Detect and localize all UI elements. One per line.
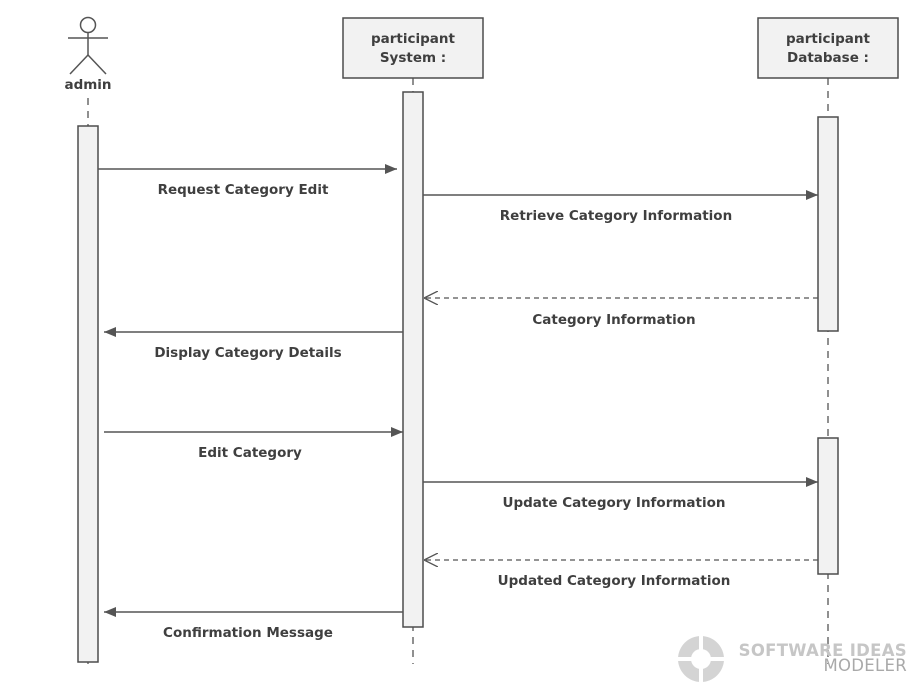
watermark-line1: SOFTWARE IDEAS [739,641,907,660]
message-confirmation-message[interactable]: Confirmation Message [104,607,403,641]
messages: Request Category Edit Retrieve Category … [98,164,818,641]
activation-bars [77,91,839,663]
database-activation-2[interactable] [817,437,839,575]
watermark-logo-icon [678,636,724,682]
participant-name: System : [380,50,446,66]
message-label: Retrieve Category Information [500,208,732,224]
message-label: Confirmation Message [163,625,333,641]
message-edit-category[interactable]: Edit Category [104,427,403,461]
participant-system[interactable]: participant System : [342,17,484,79]
message-update-category-information[interactable]: Update Category Information [423,477,818,511]
message-updated-category-information[interactable]: Updated Category Information [424,560,818,589]
message-label: Display Category Details [154,345,341,361]
participant-name: Database : [787,50,869,66]
message-display-category-details[interactable]: Display Category Details [104,327,403,361]
admin-activation[interactable] [77,125,99,663]
message-request-category-edit[interactable]: Request Category Edit [98,164,397,198]
database-activation-1[interactable] [817,116,839,332]
system-activation[interactable] [402,91,424,628]
participant-database[interactable]: participant Database : [757,17,899,79]
watermark: SOFTWARE IDEAS MODELER [678,636,907,682]
participant-stereotype: participant [786,31,871,47]
message-label: Edit Category [198,445,302,461]
message-label: Updated Category Information [498,573,731,589]
actor-icon [68,16,108,75]
actor-name: admin [64,77,111,93]
message-retrieve-category-information[interactable]: Retrieve Category Information [423,190,818,224]
participant-stereotype: participant [371,31,456,47]
participant-box [342,17,484,79]
participant-box [757,17,899,79]
admin-actor[interactable]: admin [64,16,112,94]
message-label: Category Information [532,312,695,328]
message-category-information[interactable]: Category Information [424,298,818,328]
message-label: Update Category Information [502,495,725,511]
watermark-line2: MODELER [823,656,907,675]
message-label: Request Category Edit [158,182,329,198]
